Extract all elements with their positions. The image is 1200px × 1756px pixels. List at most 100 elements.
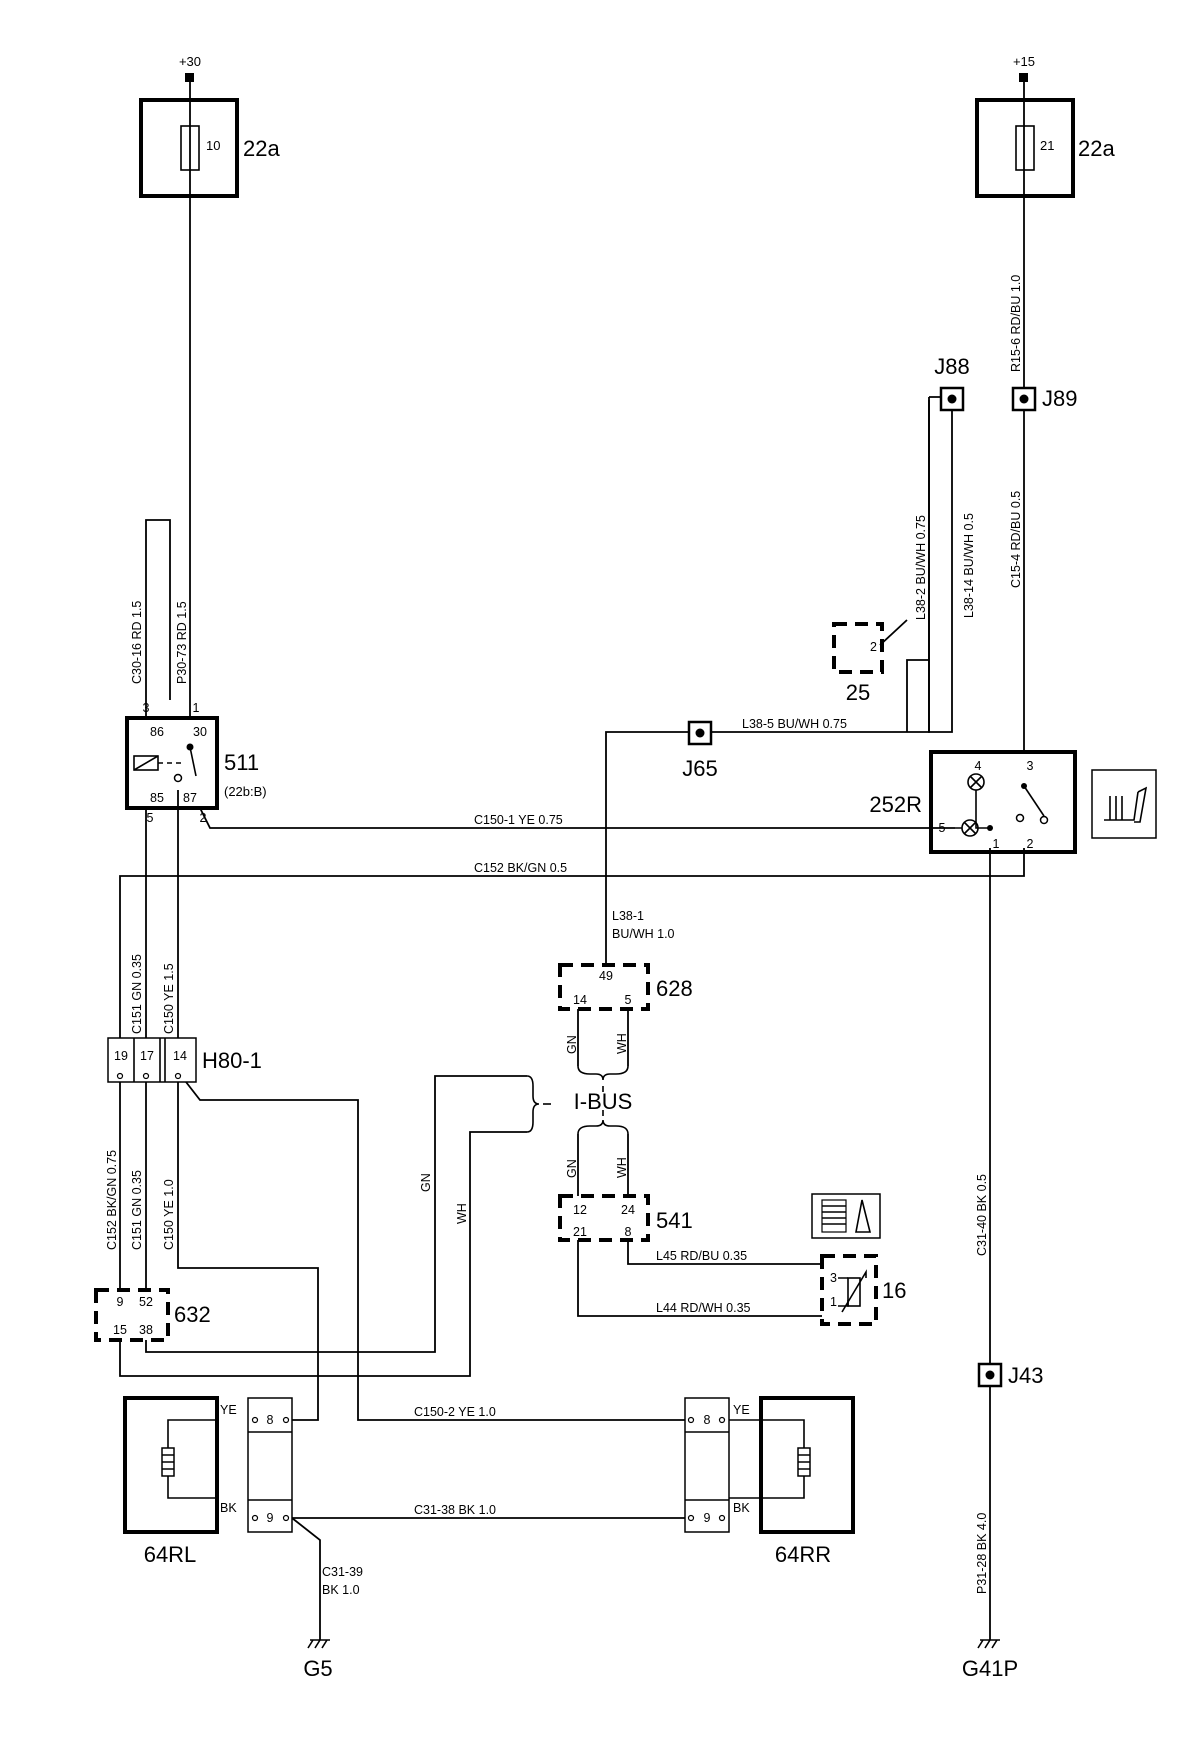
component-16: 3 1 16 (820, 1254, 906, 1326)
c628-pin-5: 5 (625, 993, 632, 1007)
wire-label-l44: L44 RD/WH 0.35 (656, 1301, 751, 1315)
relay-ext-pin-3: 3 (143, 701, 150, 715)
wire-label-c31-40: C31-40 BK 0.5 (975, 1174, 989, 1256)
component-541: 12 24 21 8 541 (558, 1194, 693, 1242)
ibus-wh-top: WH (615, 1033, 629, 1054)
c16-pin-1: 1 (830, 1295, 837, 1309)
c252r-pin-3: 3 (1027, 759, 1034, 773)
fuse-box-22a-left (139, 98, 239, 198)
c16-pin-3: 3 (830, 1271, 837, 1285)
connector-h80-1: 19 17 14 H80-1 (107, 1037, 262, 1083)
wire-label-c152-bottom: C152 BK/GN 0.75 (105, 1150, 119, 1250)
control-panel-icon (811, 1193, 881, 1239)
h80-pin-14: 14 (173, 1049, 187, 1063)
fuse-box-22a-right (975, 98, 1075, 198)
c541-pin-21: 21 (573, 1225, 587, 1239)
rr-ye-label: YE (733, 1403, 750, 1417)
ibus-wh-bottom: WH (615, 1157, 629, 1178)
rr-pin-9: 9 (704, 1511, 711, 1525)
wire-label-c15-4: C15-4 RD/BU 0.5 (1009, 491, 1023, 588)
ibus-label: I-BUS (574, 1089, 633, 1114)
relay-ext-pin-5: 5 (147, 811, 154, 825)
ibus-gn-bottom: GN (565, 1159, 579, 1178)
j43-splice: J43 (977, 1362, 1043, 1388)
wire-label-c152-top: C152 BK/GN 0.5 (474, 861, 567, 875)
wire-label-c150-bottom: C150 YE 1.0 (162, 1179, 176, 1250)
plus15-label: +15 (1013, 54, 1035, 69)
c541-pin-12: 12 (573, 1203, 587, 1217)
ibus-gn-top: GN (565, 1035, 579, 1054)
relay-511-ref: (22b:B) (224, 784, 267, 799)
fuse-21-symbol (1015, 125, 1035, 171)
wire-label-c151-bottom: C151 GN 0.35 (130, 1170, 144, 1250)
wire-label-p31-28: P31-28 BK 4.0 (975, 1513, 989, 1594)
wire-label-c150-2: C150-2 YE 1.0 (414, 1405, 496, 1419)
ibus-group: GN WH I-BUS GN WH (526, 1033, 633, 1178)
wire-label-r15-6: R15-6 RD/BU 1.0 (1009, 275, 1023, 372)
wire-label-l38-2: L38-2 BU/WH 0.75 (914, 515, 928, 620)
relay-ext-pin-1: 1 (193, 701, 200, 715)
wire-label-l38-1-color: BU/WH 1.0 (612, 927, 675, 941)
wire-label-wh: WH (455, 1203, 469, 1224)
fuse-10-number: 10 (206, 138, 220, 153)
wire-label-l45: L45 RD/BU 0.35 (656, 1249, 747, 1263)
c25-label: 25 (846, 680, 870, 705)
c252r-lamp-upper-icon (967, 773, 985, 791)
wire-labels: R15-6 RD/BU 1.0 C15-4 RD/BU 0.5 L38-2 BU… (105, 275, 1023, 1597)
wire-label-gn: GN (419, 1173, 433, 1192)
j89-label: J89 (1042, 386, 1077, 411)
c632-label: 632 (174, 1302, 211, 1327)
c252r-pin-5: 5 (939, 821, 946, 835)
c541-pin-8: 8 (625, 1225, 632, 1239)
relay-ext-pin-2: 2 (200, 811, 207, 825)
wire-label-c150-top: C150 YE 1.5 (162, 963, 176, 1034)
h80-pin-19: 19 (114, 1049, 128, 1063)
j88-label: J88 (934, 354, 969, 379)
c252r-label: 252R (869, 792, 922, 817)
heater-64rr: 8 9 YE BK 64RR (684, 1396, 855, 1567)
wire-label-c150-1: C150-1 YE 0.75 (474, 813, 563, 827)
wire-label-l38-5: L38-5 BU/WH 0.75 (742, 717, 847, 731)
c541-pin-24: 24 (621, 1203, 635, 1217)
thermistor-icon (847, 1277, 861, 1307)
j65-splice: J65 (682, 720, 718, 781)
c632-pin-52: 52 (139, 1295, 153, 1309)
wire-label-c151-top: C151 GN 0.35 (130, 954, 144, 1034)
c252r-pin-2: 2 (1027, 837, 1034, 851)
c632-pin-9: 9 (117, 1295, 124, 1309)
j88-splice: J88 (934, 354, 970, 412)
j43-label: J43 (1008, 1363, 1043, 1388)
rr-label: 64RR (775, 1542, 831, 1567)
fuse-21-number: 21 (1040, 138, 1054, 153)
power-left: +30 10 22a (139, 54, 280, 198)
j89-splice: J89 (1011, 386, 1077, 412)
fuse-block-right-label: 22a (1078, 136, 1115, 161)
wire-label-c31-39-color: BK 1.0 (322, 1583, 360, 1597)
h80-label: H80-1 (202, 1048, 262, 1073)
relay-pin-85: 85 (150, 791, 164, 805)
seat-heater-icon (1091, 769, 1157, 839)
h80-pin-17: 17 (140, 1049, 154, 1063)
c628-pin-49: 49 (599, 969, 613, 983)
component-632: 9 52 15 38 632 (94, 1288, 211, 1342)
relay-pin-87: 87 (183, 791, 197, 805)
c252r-pin-4: 4 (975, 759, 982, 773)
rl-ye-label: YE (220, 1403, 237, 1417)
j65-label: J65 (682, 756, 717, 781)
c632-pin-15: 15 (113, 1323, 127, 1337)
component-25: 2 25 (832, 622, 884, 705)
ground-g41p-icon (977, 1639, 1000, 1649)
wire-label-l38-14: L38-14 BU/WH 0.5 (962, 513, 976, 618)
rl-bk-label: BK (220, 1501, 237, 1515)
component-628: 49 14 5 628 (558, 963, 693, 1011)
c541-label: 541 (656, 1208, 693, 1233)
wire-label-l38-1: L38-1 (612, 909, 644, 923)
relay-pin-30: 30 (193, 725, 207, 739)
fuse-block-left-label: 22a (243, 136, 280, 161)
rr-bk-label: BK (733, 1501, 750, 1515)
relay-511-label: 511 (224, 750, 259, 775)
c628-label: 628 (656, 976, 693, 1001)
c25-pin: 2 (870, 640, 877, 654)
c628-pin-14: 14 (573, 993, 587, 1007)
